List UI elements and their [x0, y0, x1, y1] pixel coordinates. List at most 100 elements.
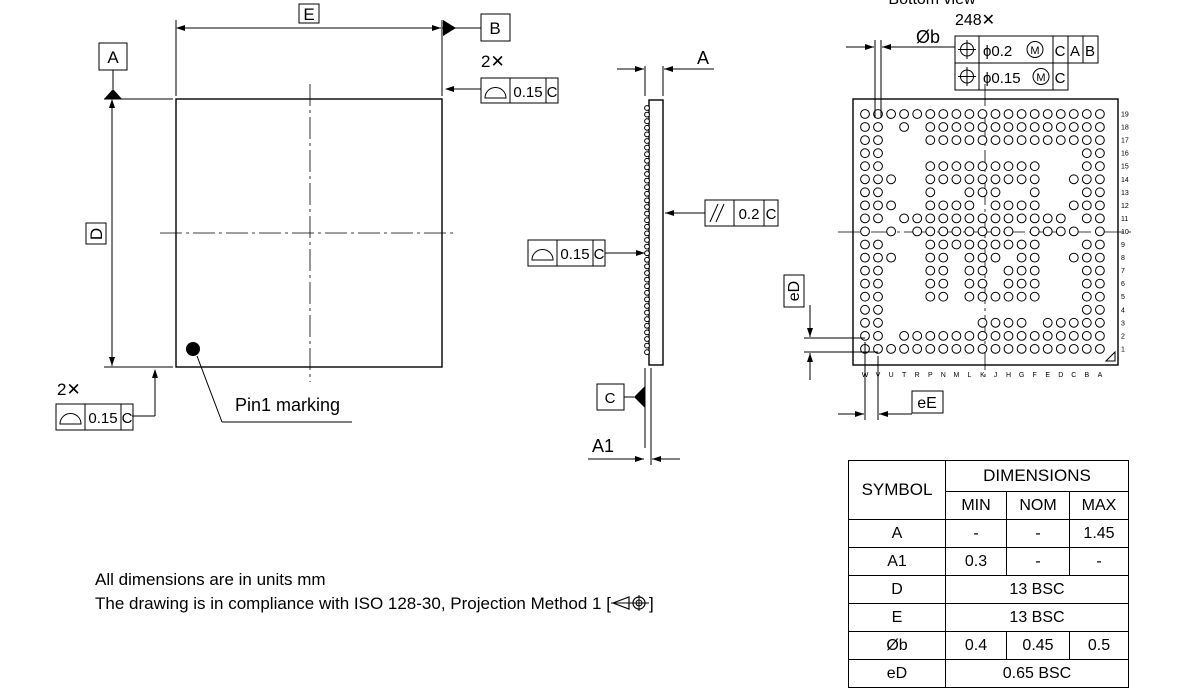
solder-ball [938, 291, 949, 302]
dim-ee-label: eE [917, 395, 937, 412]
solder-ball [1068, 252, 1079, 263]
solder-ball [886, 344, 896, 354]
solder-ball [1095, 161, 1105, 172]
solder-ball [873, 252, 883, 263]
solder-ball [990, 344, 1001, 354]
solder-ball [977, 265, 988, 276]
solder-ball [1095, 291, 1105, 302]
solder-ball [1095, 200, 1105, 211]
datum-a-label: A [107, 48, 119, 67]
solder-ball [951, 213, 962, 224]
svg-text:C: C [766, 206, 777, 223]
table-row: D 13 BSC [848, 575, 1129, 604]
profile-tolerance-side: 0.15 C [527, 239, 606, 267]
side-ball [644, 303, 650, 309]
solder-ball [1029, 200, 1040, 211]
side-ball [644, 316, 650, 323]
solder-ball [938, 252, 949, 263]
solder-ball [873, 331, 883, 341]
solder-ball [938, 239, 949, 250]
svg-text:C: C [547, 84, 558, 101]
solder-ball [1029, 239, 1040, 250]
note-compliance: The drawing is in compliance with ISO 12… [95, 594, 654, 613]
solder-ball [1003, 317, 1014, 328]
solder-ball [873, 344, 883, 354]
solder-ball [1016, 122, 1027, 132]
solder-ball [964, 278, 975, 289]
solder-ball [925, 291, 936, 302]
solder-ball [1068, 226, 1079, 237]
solder-ball [1095, 226, 1105, 237]
solder-ball [1042, 213, 1053, 224]
row-label: 16 [1121, 151, 1129, 158]
solder-ball [860, 135, 870, 146]
solder-ball [873, 161, 883, 172]
solder-ball [977, 344, 988, 354]
solder-ball [1095, 265, 1105, 276]
solder-ball [951, 161, 962, 172]
svg-text:0.2: 0.2 [739, 206, 760, 223]
solder-ball [951, 200, 962, 211]
dim-ed-label: eD [786, 281, 803, 301]
table-row: E 13 BSC [848, 603, 1129, 632]
solder-ball [860, 122, 870, 132]
solder-ball [1029, 213, 1040, 224]
solder-ball [1095, 304, 1105, 315]
side-ball [644, 111, 650, 118]
bottom-view-title: Bottom view [888, 0, 976, 8]
solder-ball [990, 331, 1001, 341]
solder-ball [977, 278, 988, 289]
solder-ball [925, 331, 936, 341]
solder-ball [990, 161, 1001, 172]
column-label: P [928, 372, 933, 379]
row-label: 6 [1121, 281, 1125, 288]
side-ball [644, 151, 650, 158]
ball-count: 248✕ [955, 12, 995, 29]
solder-ball [873, 200, 883, 211]
solder-ball [1016, 265, 1027, 276]
column-label: G [1019, 372, 1024, 379]
svg-text:C: C [122, 410, 133, 427]
row-label: 7 [1121, 268, 1125, 275]
column-label: K [980, 372, 985, 379]
profile-tolerance-left: 0.15 C [55, 403, 134, 431]
side-balls [644, 105, 650, 356]
solder-ball [1042, 122, 1053, 132]
solder-ball [1016, 252, 1027, 263]
solder-ball [1081, 317, 1092, 328]
solder-ball [1029, 122, 1040, 132]
row-label: 13 [1121, 190, 1129, 197]
solder-ball [1095, 109, 1105, 119]
solder-ball [964, 187, 975, 198]
solder-ball [990, 291, 1001, 302]
solder-ball [1042, 344, 1053, 354]
solder-ball [925, 278, 936, 289]
solder-ball [990, 239, 1001, 250]
solder-ball [1029, 344, 1040, 354]
solder-ball [1068, 317, 1079, 328]
two-x-top: 2✕ [481, 52, 505, 71]
solder-ball [964, 161, 975, 172]
solder-ball [1081, 344, 1092, 354]
solder-ball [990, 109, 1001, 119]
dim-a1-label: A1 [592, 436, 614, 456]
solder-ball [1055, 317, 1066, 328]
row-label: 9 [1121, 242, 1125, 249]
solder-ball [990, 187, 1001, 198]
solder-ball [1016, 174, 1027, 185]
solder-ball [938, 265, 949, 276]
column-label: R [915, 372, 920, 379]
solder-ball [1003, 213, 1014, 224]
solder-ball [977, 252, 988, 263]
side-ball [644, 309, 650, 316]
table-row: eD 0.65 BSC [848, 659, 1129, 688]
solder-ball [1003, 174, 1014, 185]
column-label: T [902, 372, 907, 379]
solder-ball [925, 187, 936, 198]
solder-ball [925, 239, 936, 250]
solder-ball [1003, 291, 1014, 302]
pin1-dot [186, 342, 200, 356]
side-ball [644, 164, 650, 171]
solder-ball [1016, 161, 1027, 172]
solder-ball [886, 252, 896, 263]
